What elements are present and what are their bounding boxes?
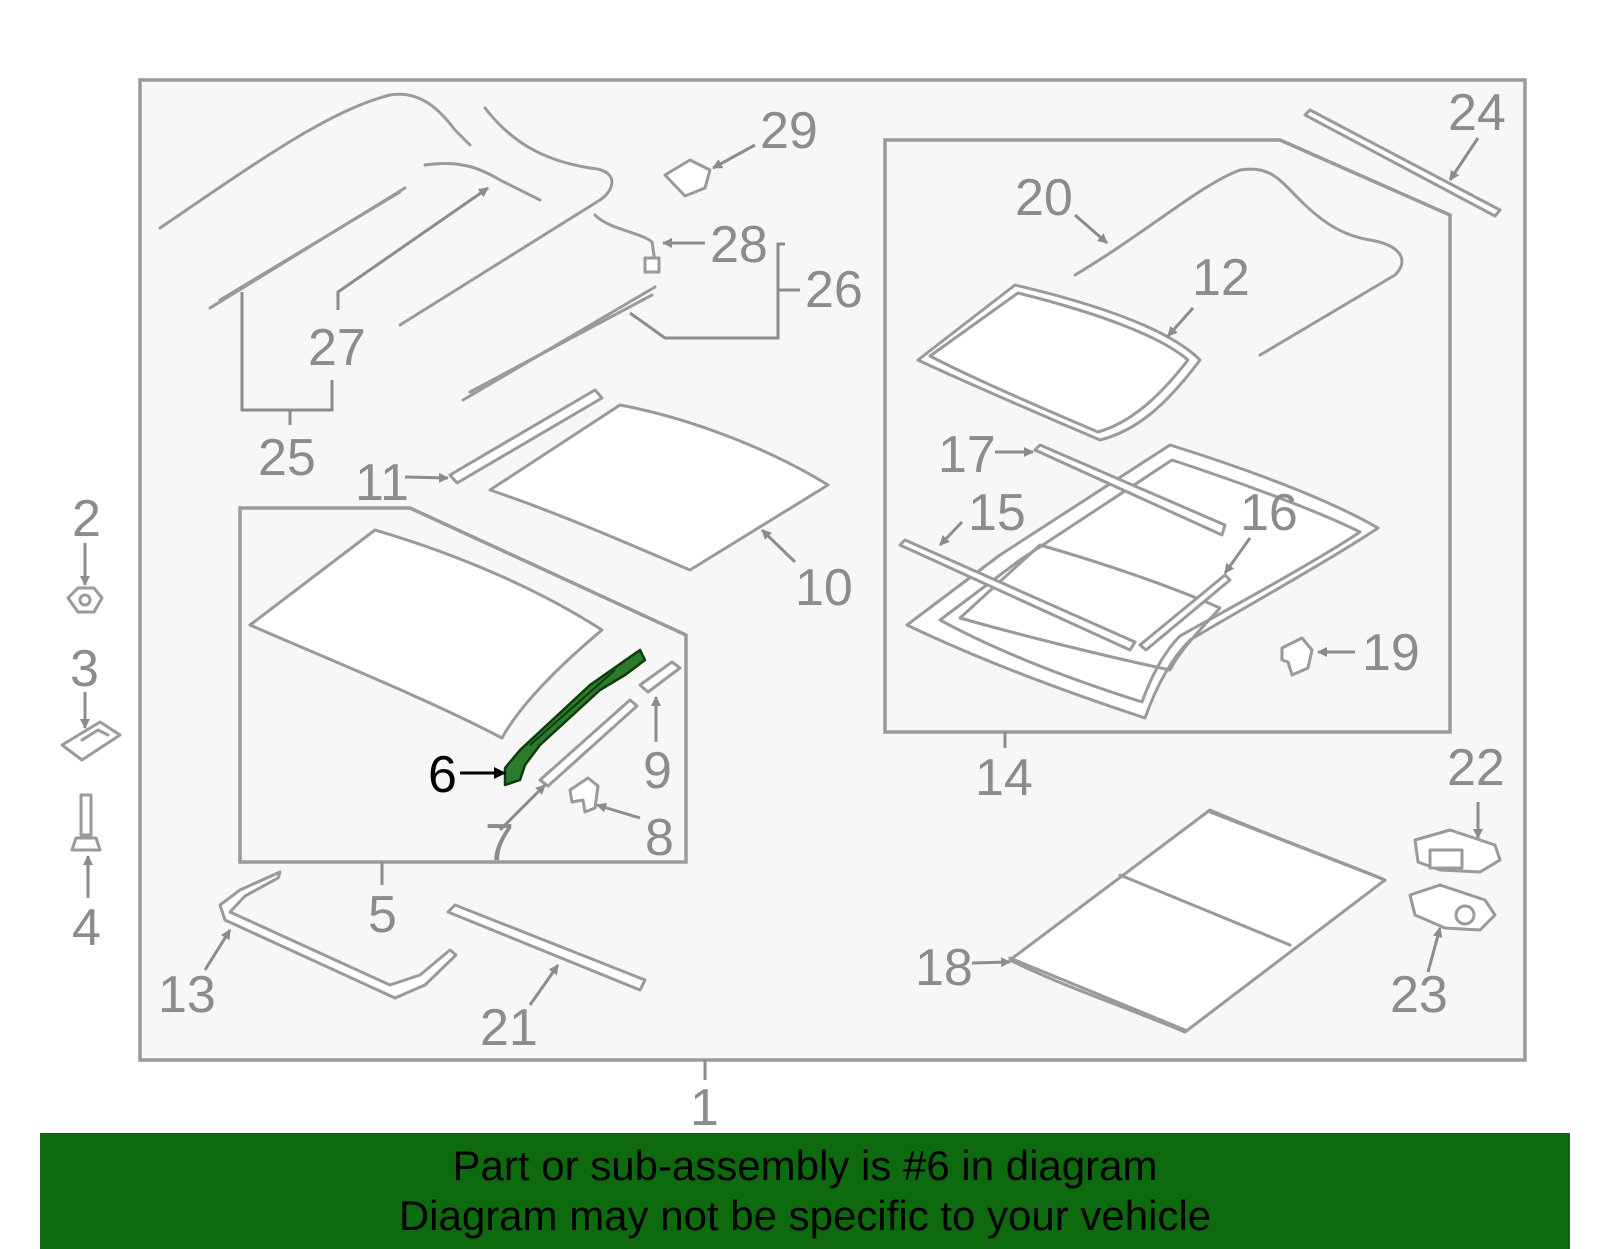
leader-24 xyxy=(1448,137,1480,181)
label-22: 22 xyxy=(1447,739,1505,797)
label-27: 27 xyxy=(308,319,366,377)
leader-23 xyxy=(1426,927,1443,973)
label-1: 1 xyxy=(690,1079,719,1137)
label-24: 24 xyxy=(1448,84,1506,142)
part-seal-17 xyxy=(1033,443,1227,537)
label-6[interactable]: 6 xyxy=(428,746,457,804)
label-13: 13 xyxy=(158,966,216,1024)
leader-8 xyxy=(596,802,641,820)
label-23: 23 xyxy=(1390,966,1448,1024)
label-12: 12 xyxy=(1192,249,1250,307)
part-frame-14-inner xyxy=(938,458,1362,704)
leader-26 xyxy=(629,242,785,340)
leader-18 xyxy=(971,957,1011,968)
label-29: 29 xyxy=(760,102,818,160)
label-11: 11 xyxy=(355,454,409,512)
part-motor-22-box xyxy=(1428,848,1464,870)
part-bolt-4 xyxy=(70,793,102,898)
label-20: 20 xyxy=(1015,169,1073,227)
label-25: 25 xyxy=(258,429,316,487)
part-hose-28 xyxy=(593,213,657,264)
label-17: 17 xyxy=(938,426,996,484)
part-deflector-11 xyxy=(448,388,604,485)
label-10: 10 xyxy=(795,559,853,617)
part-glass-panel xyxy=(248,528,604,740)
label-21: 21 xyxy=(480,999,538,1057)
part-8-bracket xyxy=(568,776,600,814)
label-5: 5 xyxy=(368,886,397,944)
part-rail-25-inner xyxy=(218,190,402,302)
banner-line-2: Diagram may not be specific to your vehi… xyxy=(398,1192,1212,1239)
part-hose-27 xyxy=(423,161,542,202)
part-drain-tube-rear xyxy=(398,106,614,327)
part-seal-16 xyxy=(1138,573,1232,652)
label-2: 2 xyxy=(72,490,101,548)
leader-15 xyxy=(938,520,964,547)
leader-13 xyxy=(203,929,232,971)
label-4: 4 xyxy=(72,899,101,957)
label-19: 19 xyxy=(1362,624,1420,682)
part-sunshade-18-bar2 xyxy=(1118,873,1292,947)
part-frame-14-opening xyxy=(958,543,1222,672)
subassembly-14-frame xyxy=(883,138,1452,734)
part-connector-28 xyxy=(643,256,661,274)
part-trim-21 xyxy=(446,903,647,992)
part-sunshade-18-bar3 xyxy=(1208,810,1387,882)
part-frame-13 xyxy=(218,870,458,1000)
banner-line-1: Part or sub-assembly is #6 in diagram xyxy=(452,1142,1158,1189)
part-sunshade-18-bar1 xyxy=(1008,956,1187,1032)
part-6-rod xyxy=(529,669,616,746)
part-glass-10 xyxy=(488,403,830,572)
label-8: 8 xyxy=(645,809,674,867)
label-14: 14 xyxy=(975,749,1033,807)
part-seal-24 xyxy=(1303,108,1502,218)
label-9: 9 xyxy=(643,742,672,800)
part-motor-23-gear xyxy=(1454,904,1476,926)
leader-21 xyxy=(528,964,560,1006)
part-frame-14 xyxy=(905,443,1380,720)
part-9-bracket xyxy=(638,660,682,694)
label-3: 3 xyxy=(70,640,99,698)
leader-10 xyxy=(760,528,797,564)
subassembly-5-frame xyxy=(238,506,688,864)
part-glass-12 xyxy=(916,283,1202,442)
leader-27 xyxy=(336,186,489,310)
info-banner: Part or sub-assembly is #6 in diagram Di… xyxy=(40,1133,1570,1249)
part-deflector-15 xyxy=(898,538,1137,652)
part-rail-26-inner xyxy=(468,293,654,394)
label-16: 16 xyxy=(1240,484,1298,542)
part-7-strut xyxy=(538,698,639,788)
leader-11 xyxy=(404,472,449,483)
part-glass-12-inner xyxy=(928,291,1190,434)
leader-20 xyxy=(1074,213,1108,245)
part-seal-20 xyxy=(1073,167,1404,357)
part-clip-19 xyxy=(1280,636,1314,677)
part-nut-2 xyxy=(66,543,104,614)
leader-25 xyxy=(240,292,334,412)
part-clip-3 xyxy=(60,692,122,762)
label-18: 18 xyxy=(915,939,973,997)
leader-29 xyxy=(712,143,756,170)
leader-12 xyxy=(1166,307,1195,337)
part-6-guide[interactable] xyxy=(503,648,647,787)
label-15: 15 xyxy=(968,484,1026,542)
part-drain-tube-front-left xyxy=(158,92,472,230)
leader-16 xyxy=(1223,537,1252,574)
label-26: 26 xyxy=(805,261,863,319)
label-7: 7 xyxy=(485,814,514,872)
label-28: 28 xyxy=(710,216,768,274)
part-bracket-29 xyxy=(663,158,712,198)
leader-7 xyxy=(498,783,547,832)
